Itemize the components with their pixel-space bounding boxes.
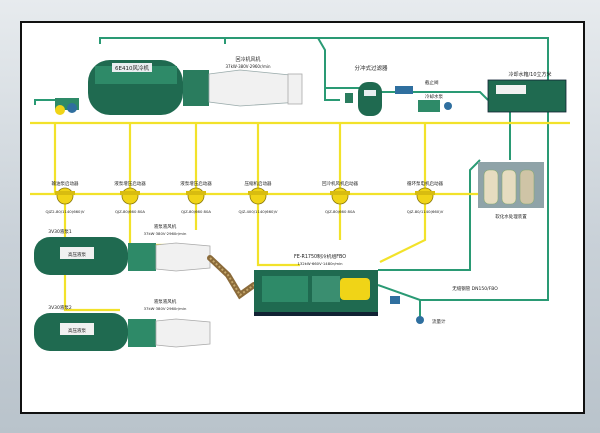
starter-row <box>55 187 435 205</box>
pipe-left-feed <box>34 99 60 105</box>
tank-a-sign: 高压液泵 <box>68 251 86 258</box>
exhaust-fan-spec: 37kW·380V·2960r/min <box>226 64 271 69</box>
starter-1 <box>55 187 75 205</box>
starter-1-spec: QJZ2-80/1140(660)V <box>45 209 84 214</box>
starter-5 <box>330 187 350 205</box>
cable-drop-1 <box>53 123 427 194</box>
tank-a-label: 3V30液泵1 <box>48 228 72 235</box>
exhaust-fan-label: 回冷机风机 <box>235 56 260 63</box>
tank-a-fan-spec: 37kW·380V·2960r/min <box>144 231 187 236</box>
tank-b-label: 3V30液泵2 <box>48 304 72 311</box>
inline-valves <box>390 296 424 324</box>
tank-b-fan-label: 液泵液风机 <box>154 298 177 305</box>
flow-meter-label: 流量计 <box>432 318 446 325</box>
starter-2 <box>120 187 140 205</box>
starter-6-spec: QJZ-80/1140(660)V <box>407 209 444 214</box>
starter-3-spec: QJZ-80/660 80A <box>181 209 211 214</box>
starter-2-spec: QJZ-80/660 80A <box>115 209 145 214</box>
pipe-compressor-in <box>378 159 481 271</box>
starter-3 <box>186 187 206 205</box>
water-treatment <box>478 162 544 208</box>
water-tank <box>487 79 567 113</box>
tank-b-fan-spec: 37kW·380V·2960r/min <box>144 306 187 311</box>
tank-b <box>34 313 211 351</box>
starter-3-label: 液泵增压启动器 <box>180 180 212 187</box>
pump-label: 冷却水泵 <box>425 93 443 100</box>
starter-1-label: 输油泵启动器 <box>52 180 79 187</box>
articulated-duct <box>207 255 257 300</box>
tank-a <box>34 237 211 275</box>
pipe-right-down <box>470 110 549 301</box>
starter-6-label: 循环泵电机启动器 <box>407 180 443 187</box>
main-cooling-unit <box>55 60 303 115</box>
starter-4-label: 压缩机启动器 <box>245 180 272 187</box>
tank-b-sign: 高压液泵 <box>68 327 86 334</box>
pipe-top-loop <box>99 37 326 88</box>
starter-6 <box>415 187 435 205</box>
pipe-top-right <box>318 37 549 80</box>
separator-label: 分冲式过滤器 <box>354 64 388 72</box>
main-unit-label: 6E410风冷机 <box>115 64 149 72</box>
compressor-spec: 132kW·660V·1480r/min <box>297 261 343 266</box>
starter-5-label: 回冷机风机启动器 <box>322 180 358 187</box>
pipe-valve-label: 无缝钢管 DN150/FBO <box>452 285 498 292</box>
water-tank-label: 冷却水箱/10立方米 <box>508 71 551 78</box>
starter-4 <box>248 187 268 205</box>
starter-4-spec: QJZ-400/1140(660)V <box>238 209 277 214</box>
starter-2-label: 液泵增压启动器 <box>114 180 146 187</box>
valve-group <box>395 86 452 112</box>
compressor-label: FE-R1750制冷机组FBO <box>294 253 346 260</box>
compressor-unit <box>254 270 378 316</box>
pipe-main-horizontal <box>324 87 361 110</box>
tank-a-fan-label: 液泵液风机 <box>154 223 177 230</box>
treatment-label: 软化水处理装置 <box>495 213 527 220</box>
valve-label: 截止阀 <box>425 79 439 86</box>
separator-filter <box>345 82 382 116</box>
starter-5-spec: QJZ-80/660 80A <box>325 209 355 214</box>
